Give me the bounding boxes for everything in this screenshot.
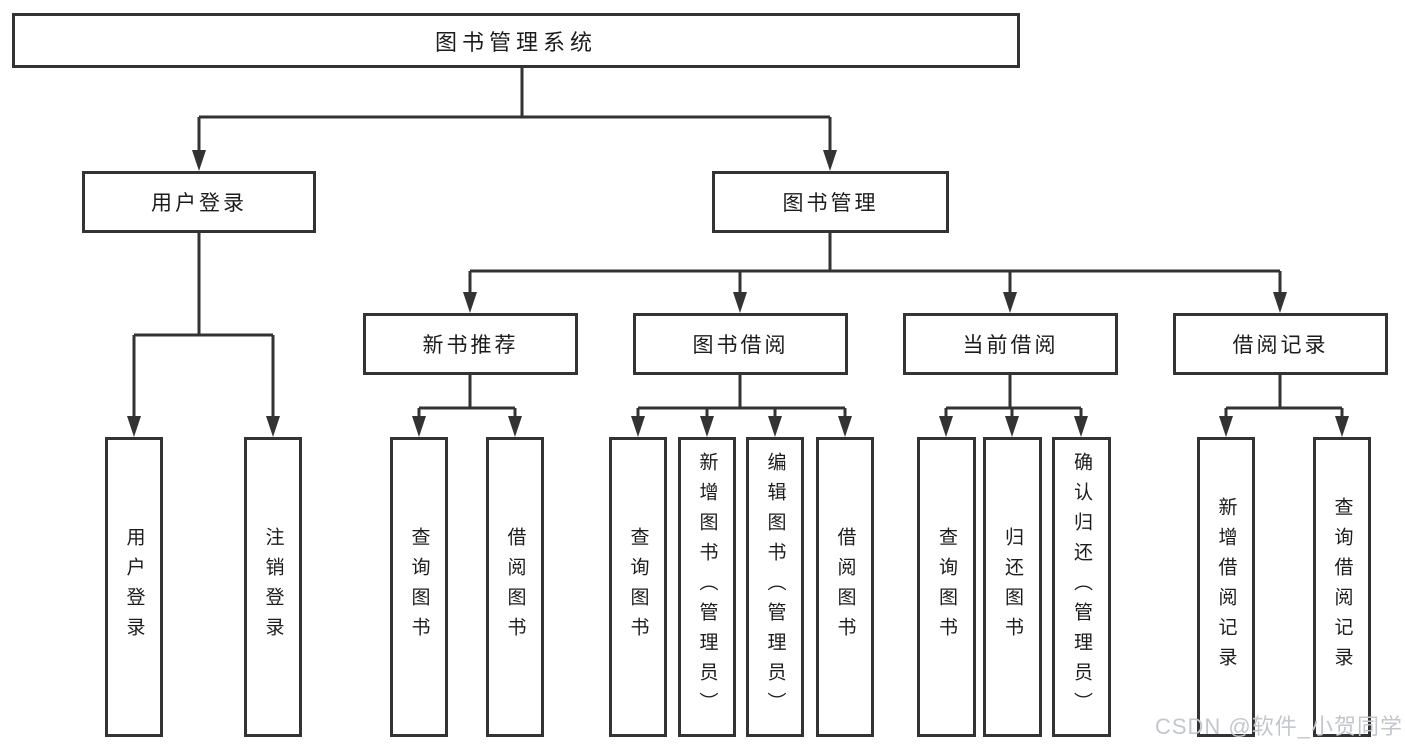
node-book-borrowing: 图书借阅: [633, 313, 848, 375]
leaf-query-borrow-record: 查询借阅记录: [1313, 437, 1371, 737]
leaf-label: 借阅图书: [834, 527, 856, 647]
node-label: 用户登录: [151, 192, 247, 215]
leaf-borrow-books-recommend: 借阅图书: [486, 437, 544, 737]
leaf-borrow-books: 借阅图书: [816, 437, 874, 737]
node-label: 图书管理系统: [434, 29, 597, 55]
node-book-management: 图书管理: [712, 171, 949, 233]
leaf-label: 新增图书（管理员）: [696, 452, 718, 722]
leaf-label: 查询借阅记录: [1331, 497, 1353, 677]
csdn-watermark: CSDN @软件_小贺同学: [1154, 714, 1403, 739]
node-borrowing-records: 借阅记录: [1173, 313, 1388, 375]
leaf-label: 新增借阅记录: [1215, 497, 1237, 677]
leaf-query-books-borrow: 查询图书: [609, 437, 667, 737]
leaf-user-login: 用户登录: [105, 437, 163, 737]
arrowhead-icons: [127, 150, 1349, 437]
node-label: 当前借阅: [962, 334, 1059, 357]
node-label: 图书管理: [782, 192, 879, 215]
connector-lines: [132, 68, 1344, 417]
leaf-label: 用户登录: [123, 527, 145, 647]
leaf-logout: 注销登录: [244, 437, 302, 737]
leaf-add-book-admin: 新增图书（管理员）: [678, 437, 736, 737]
node-current-borrowing: 当前借阅: [903, 313, 1118, 375]
leaf-label: 查询图书: [408, 527, 430, 647]
leaf-add-borrow-record: 新增借阅记录: [1197, 437, 1255, 737]
leaf-return-books: 归还图书: [983, 437, 1042, 737]
leaf-label: 查询图书: [627, 527, 649, 647]
node-label: 新书推荐: [422, 334, 519, 357]
node-label: 图书借阅: [692, 334, 789, 357]
leaf-label: 借阅图书: [504, 527, 526, 647]
leaf-query-books-recommend: 查询图书: [390, 437, 448, 737]
leaf-edit-book-admin: 编辑图书（管理员）: [746, 437, 804, 737]
node-library-management-system: 图书管理系统: [12, 13, 1020, 68]
node-new-book-recommendation: 新书推荐: [363, 313, 578, 375]
leaf-label: 查询图书: [936, 527, 957, 647]
leaf-label: 确认归还（管理员）: [1071, 452, 1092, 722]
leaf-confirm-return-admin: 确认归还（管理员）: [1052, 437, 1111, 737]
leaf-label: 归还图书: [1002, 527, 1023, 647]
leaf-query-books-current: 查询图书: [917, 437, 976, 737]
node-user-login: 用户登录: [82, 171, 316, 233]
leaf-label: 编辑图书（管理员）: [764, 452, 786, 722]
leaf-label: 注销登录: [262, 527, 284, 647]
node-label: 借阅记录: [1232, 334, 1329, 357]
